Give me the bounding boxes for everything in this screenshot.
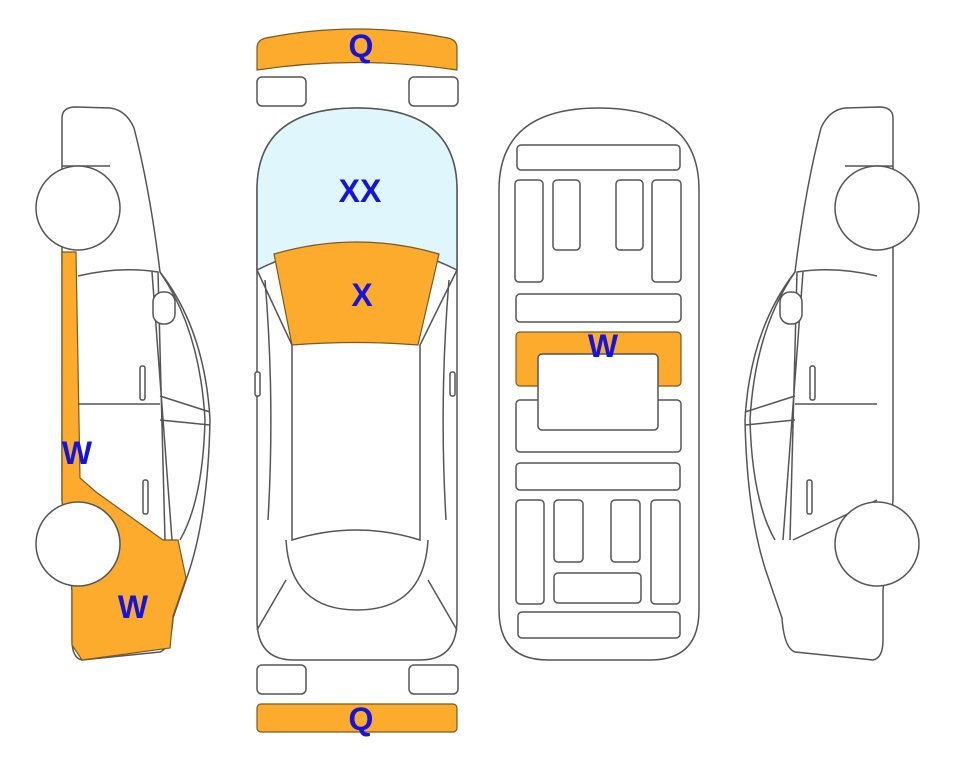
underbody-panel — [650, 499, 681, 605]
rear-right-light — [408, 664, 459, 695]
front-right-light — [408, 76, 459, 107]
underbody-center-label: W — [588, 328, 619, 364]
left-front-wheel — [35, 165, 121, 251]
rear-bumper-damage[interactable] — [256, 703, 458, 733]
front-left-light — [256, 76, 307, 107]
right-rear-door-handle — [806, 479, 813, 515]
underbody-view: W — [498, 107, 700, 661]
underbody-panel — [514, 179, 544, 283]
underbody-panel — [610, 499, 641, 563]
front-bumper-label: Q — [349, 28, 374, 64]
left-side-view: W W — [35, 106, 211, 661]
left-front-door-handle — [139, 365, 146, 401]
left-door-lines — [62, 165, 211, 541]
right-door-lines — [744, 165, 893, 541]
underbody-panel — [516, 144, 681, 171]
right-rear-wheel — [834, 501, 920, 587]
underbody-panel — [553, 572, 642, 604]
top-view: Q XX X Q — [254, 28, 459, 737]
hood-label: X — [351, 277, 373, 313]
right-mirror — [779, 291, 803, 325]
underbody-panel — [651, 179, 682, 283]
underbody-panel — [515, 462, 681, 491]
underbody-panel — [515, 293, 682, 323]
underbody-panel — [615, 179, 644, 251]
underbody-center-plate — [537, 353, 659, 431]
windshield-label: XX — [339, 173, 382, 209]
underbody-panel — [552, 179, 581, 251]
left-rear-door-handle — [142, 479, 149, 515]
right-side-view — [744, 106, 920, 661]
top-body-lines — [256, 269, 458, 631]
rear-left-light — [256, 664, 307, 695]
hood-damage[interactable] — [273, 241, 440, 346]
right-front-door-handle — [809, 365, 816, 401]
underbody-panel — [553, 499, 584, 563]
left-rear-wheel — [35, 501, 121, 587]
front-bumper-damage[interactable] — [256, 28, 458, 71]
top-right-mirror — [449, 371, 456, 397]
underbody-panel — [517, 611, 681, 639]
rear-bumper-label: Q — [349, 701, 374, 737]
right-front-wheel — [834, 165, 920, 251]
top-left-mirror — [254, 371, 261, 397]
left-rear-quarter-label: W — [118, 589, 149, 625]
underbody-panel — [515, 499, 545, 605]
left-mirror — [152, 291, 176, 325]
left-sill-label: W — [62, 435, 93, 471]
